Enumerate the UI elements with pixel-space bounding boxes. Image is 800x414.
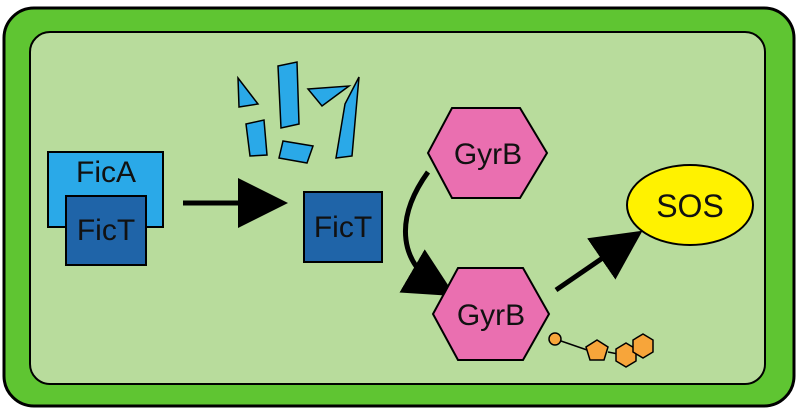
fict-free-box	[303, 191, 383, 263]
gyrb-unmodified: GyrB	[426, 107, 549, 199]
fragment-5	[245, 119, 268, 157]
gyrb-modified: GyrB	[431, 267, 551, 361]
sos-arrow	[554, 230, 643, 293]
fragment-3	[306, 85, 352, 108]
fict-free: FicT	[303, 191, 383, 263]
sos-response: SOS	[626, 164, 754, 246]
fict-bound-box	[65, 195, 147, 266]
fica-fragments	[237, 61, 360, 164]
fragment-1	[237, 75, 260, 108]
gyrb-bottom-label: GyrB	[457, 299, 525, 332]
modification-arrow	[399, 170, 456, 297]
gyrb-bottom-hexagon	[431, 267, 551, 361]
fica-fict-complex: FicA FicT	[47, 151, 164, 266]
fragment-2	[277, 61, 300, 129]
sos-ellipse	[626, 164, 754, 246]
sugar-ring-icon	[585, 339, 609, 361]
sos-label: SOS	[656, 188, 724, 224]
gyrb-top-label: GyrB	[454, 138, 522, 171]
gyrb-top-hexagon	[426, 107, 549, 199]
fict-bound-label: FicT	[77, 214, 135, 247]
fict-free-label: FicT	[314, 211, 372, 244]
phosphate-icon	[548, 332, 562, 346]
ampylation-group	[548, 332, 654, 368]
fragment-6	[278, 140, 315, 164]
cytoplasm	[29, 31, 766, 385]
base-ring-2-icon	[632, 333, 654, 359]
fragment-4	[335, 76, 360, 159]
fica-label: FicA	[76, 156, 136, 189]
